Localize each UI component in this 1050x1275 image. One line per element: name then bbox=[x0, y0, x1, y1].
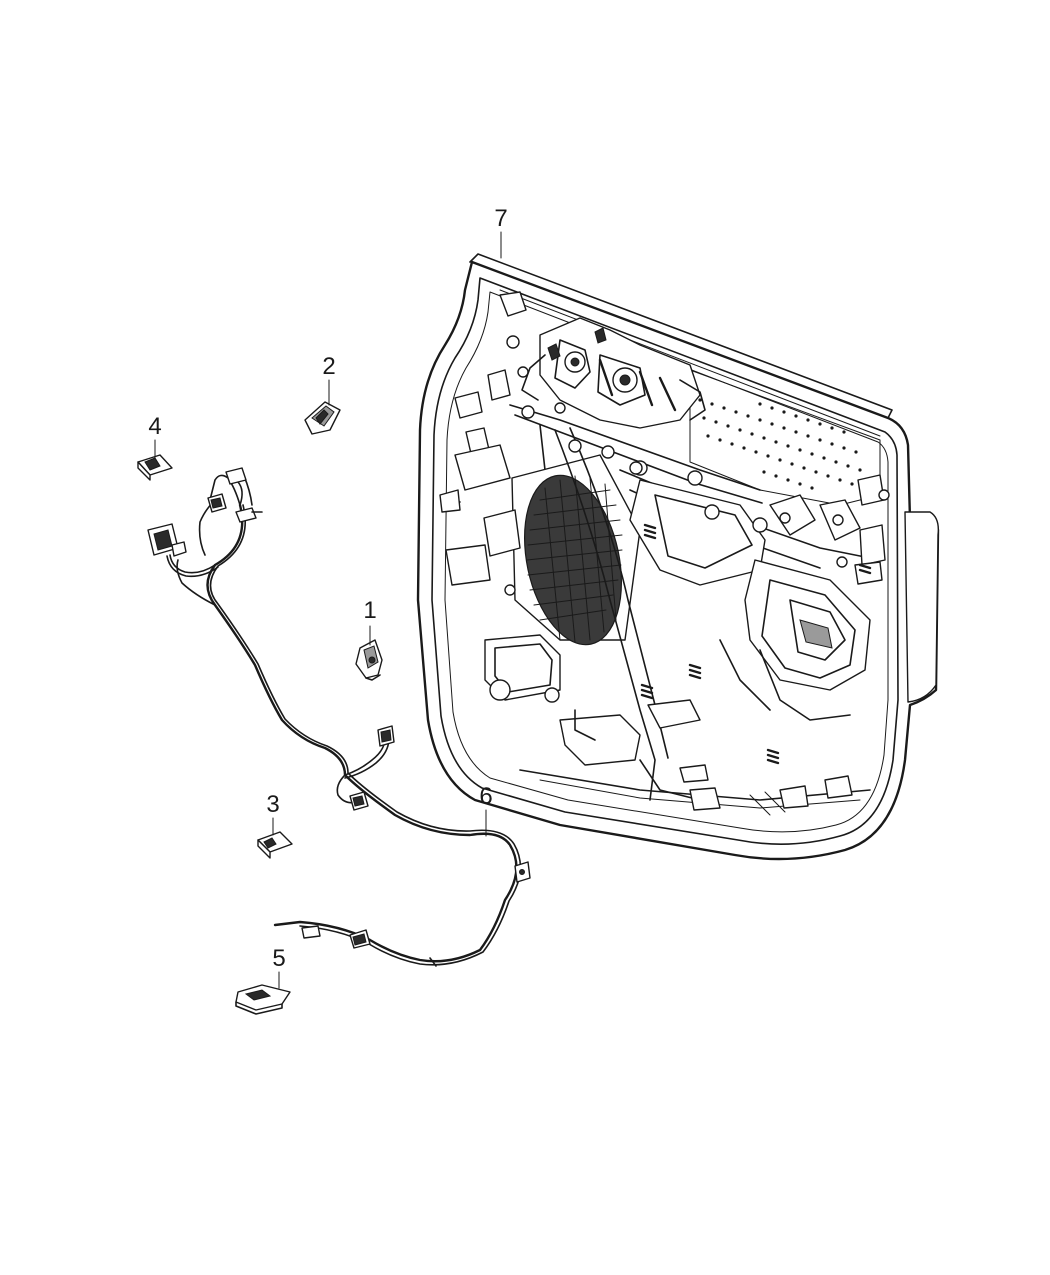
callout-leaders bbox=[154, 231, 502, 989]
callout-3: 3 bbox=[266, 791, 279, 818]
callout-2: 2 bbox=[322, 353, 335, 380]
door-latch-mechanism bbox=[521, 317, 706, 429]
map-pocket bbox=[484, 634, 561, 703]
callout-labels: 1 2 3 4 5 6 7 bbox=[148, 205, 507, 972]
part-4-clip bbox=[137, 454, 173, 481]
perforation-dots bbox=[698, 398, 862, 490]
switch-bezel bbox=[719, 559, 871, 721]
locator-symbols bbox=[640, 523, 872, 765]
callout-1: 1 bbox=[363, 597, 376, 624]
door-trim-panel bbox=[416, 253, 940, 861]
callout-4: 4 bbox=[148, 413, 161, 440]
part-5-courtesy-lamp bbox=[235, 984, 291, 1015]
part-3-clip bbox=[257, 831, 293, 859]
part-6-wiring-harness bbox=[147, 467, 531, 967]
callout-6: 6 bbox=[479, 783, 492, 810]
part-1-lock-switch bbox=[355, 639, 383, 681]
part-2-window-switch bbox=[304, 401, 341, 435]
callout-5: 5 bbox=[272, 945, 285, 972]
callout-7: 7 bbox=[494, 205, 507, 232]
